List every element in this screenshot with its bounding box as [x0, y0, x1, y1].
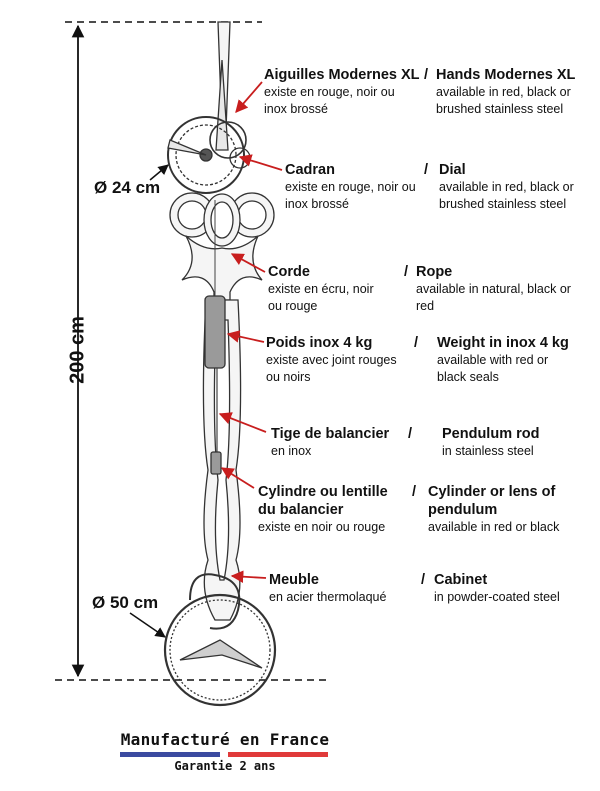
component-rod-fr: Tige de balancier en inox [271, 426, 390, 458]
arrow-cabinet [230, 570, 267, 583]
base-ring [163, 593, 277, 707]
dimension-lines [55, 21, 330, 681]
diam-top-label: Ø 24 cm [94, 178, 161, 197]
diam-top-arrow [149, 164, 169, 181]
arrow-dial [238, 154, 283, 171]
frame-ring-right-hole [237, 200, 267, 230]
base-loop [189, 573, 241, 630]
clock-drawing [163, 21, 277, 707]
arrow-rod [218, 412, 267, 433]
diam-bottom-arrow [129, 612, 166, 638]
component-hands-en: Hands Modernes XL available in red, blac… [436, 67, 576, 116]
flag-bar-blue [120, 752, 220, 757]
separator: / [424, 162, 429, 178]
weight [204, 295, 226, 369]
component-cabinet-en: Cabinet in powder-coated steel [434, 572, 560, 604]
arrow-cylinder [220, 467, 255, 489]
component-dial-en: Dial available in red, black or brushed … [439, 162, 574, 211]
dial-gear-right [209, 121, 247, 159]
separator: / [404, 264, 409, 280]
made-in-france: Manufacturé en France [120, 730, 330, 749]
frame-arms [181, 235, 263, 301]
component-rod-en: Pendulum rod in stainless steel [442, 426, 540, 458]
arrow-rope [230, 253, 266, 273]
base-spokes [179, 639, 263, 669]
separator: / [412, 484, 417, 500]
height-label: 200 cm [66, 316, 89, 384]
diam-bottom-label: Ø 50 cm [92, 593, 159, 612]
separator: / [424, 67, 429, 83]
component-weight-en: Weight in inox 4 kg available with red o… [437, 335, 569, 384]
guarantee: Garantie 2 ans [174, 759, 276, 773]
flag-bar-red [228, 752, 328, 757]
minute-hand [215, 59, 229, 151]
frame-ring-left-hole [177, 200, 207, 230]
dial-gear-inner [175, 124, 237, 186]
component-cylinder-fr: Cylindre ou lentille du balancier existe… [258, 484, 388, 534]
component-dial-fr: Cadran existe en rouge, noir ou inox bro… [285, 162, 416, 211]
separator: / [408, 426, 413, 442]
brand-footer: Manufacturé en France Garantie 2 ans [120, 730, 330, 773]
cabinet-slot [213, 319, 231, 581]
component-rope-fr: Corde existe en écru, noir ou rouge [268, 264, 374, 313]
component-weight-fr: Poids inox 4 kg existe avec joint rouges… [266, 335, 397, 384]
component-hands-fr: Aiguilles Modernes XL existe en rouge, n… [264, 67, 420, 116]
component-cabinet-fr: Meuble en acier thermolaqué [269, 572, 387, 604]
component-cylinder-en: Cylinder or lens of pendulum available i… [428, 484, 560, 534]
arrow-weight [226, 330, 265, 343]
separator: / [414, 335, 419, 351]
frame-ring-center-hole [210, 201, 234, 239]
arrow-hands [235, 81, 263, 113]
base-ring-teeth [169, 599, 271, 701]
component-rope-en: Rope available in natural, black or red [416, 264, 571, 313]
pendulum-cylinder [210, 451, 222, 475]
component-arrows [218, 81, 283, 583]
separator: / [421, 572, 426, 588]
hour-hand [167, 139, 207, 156]
